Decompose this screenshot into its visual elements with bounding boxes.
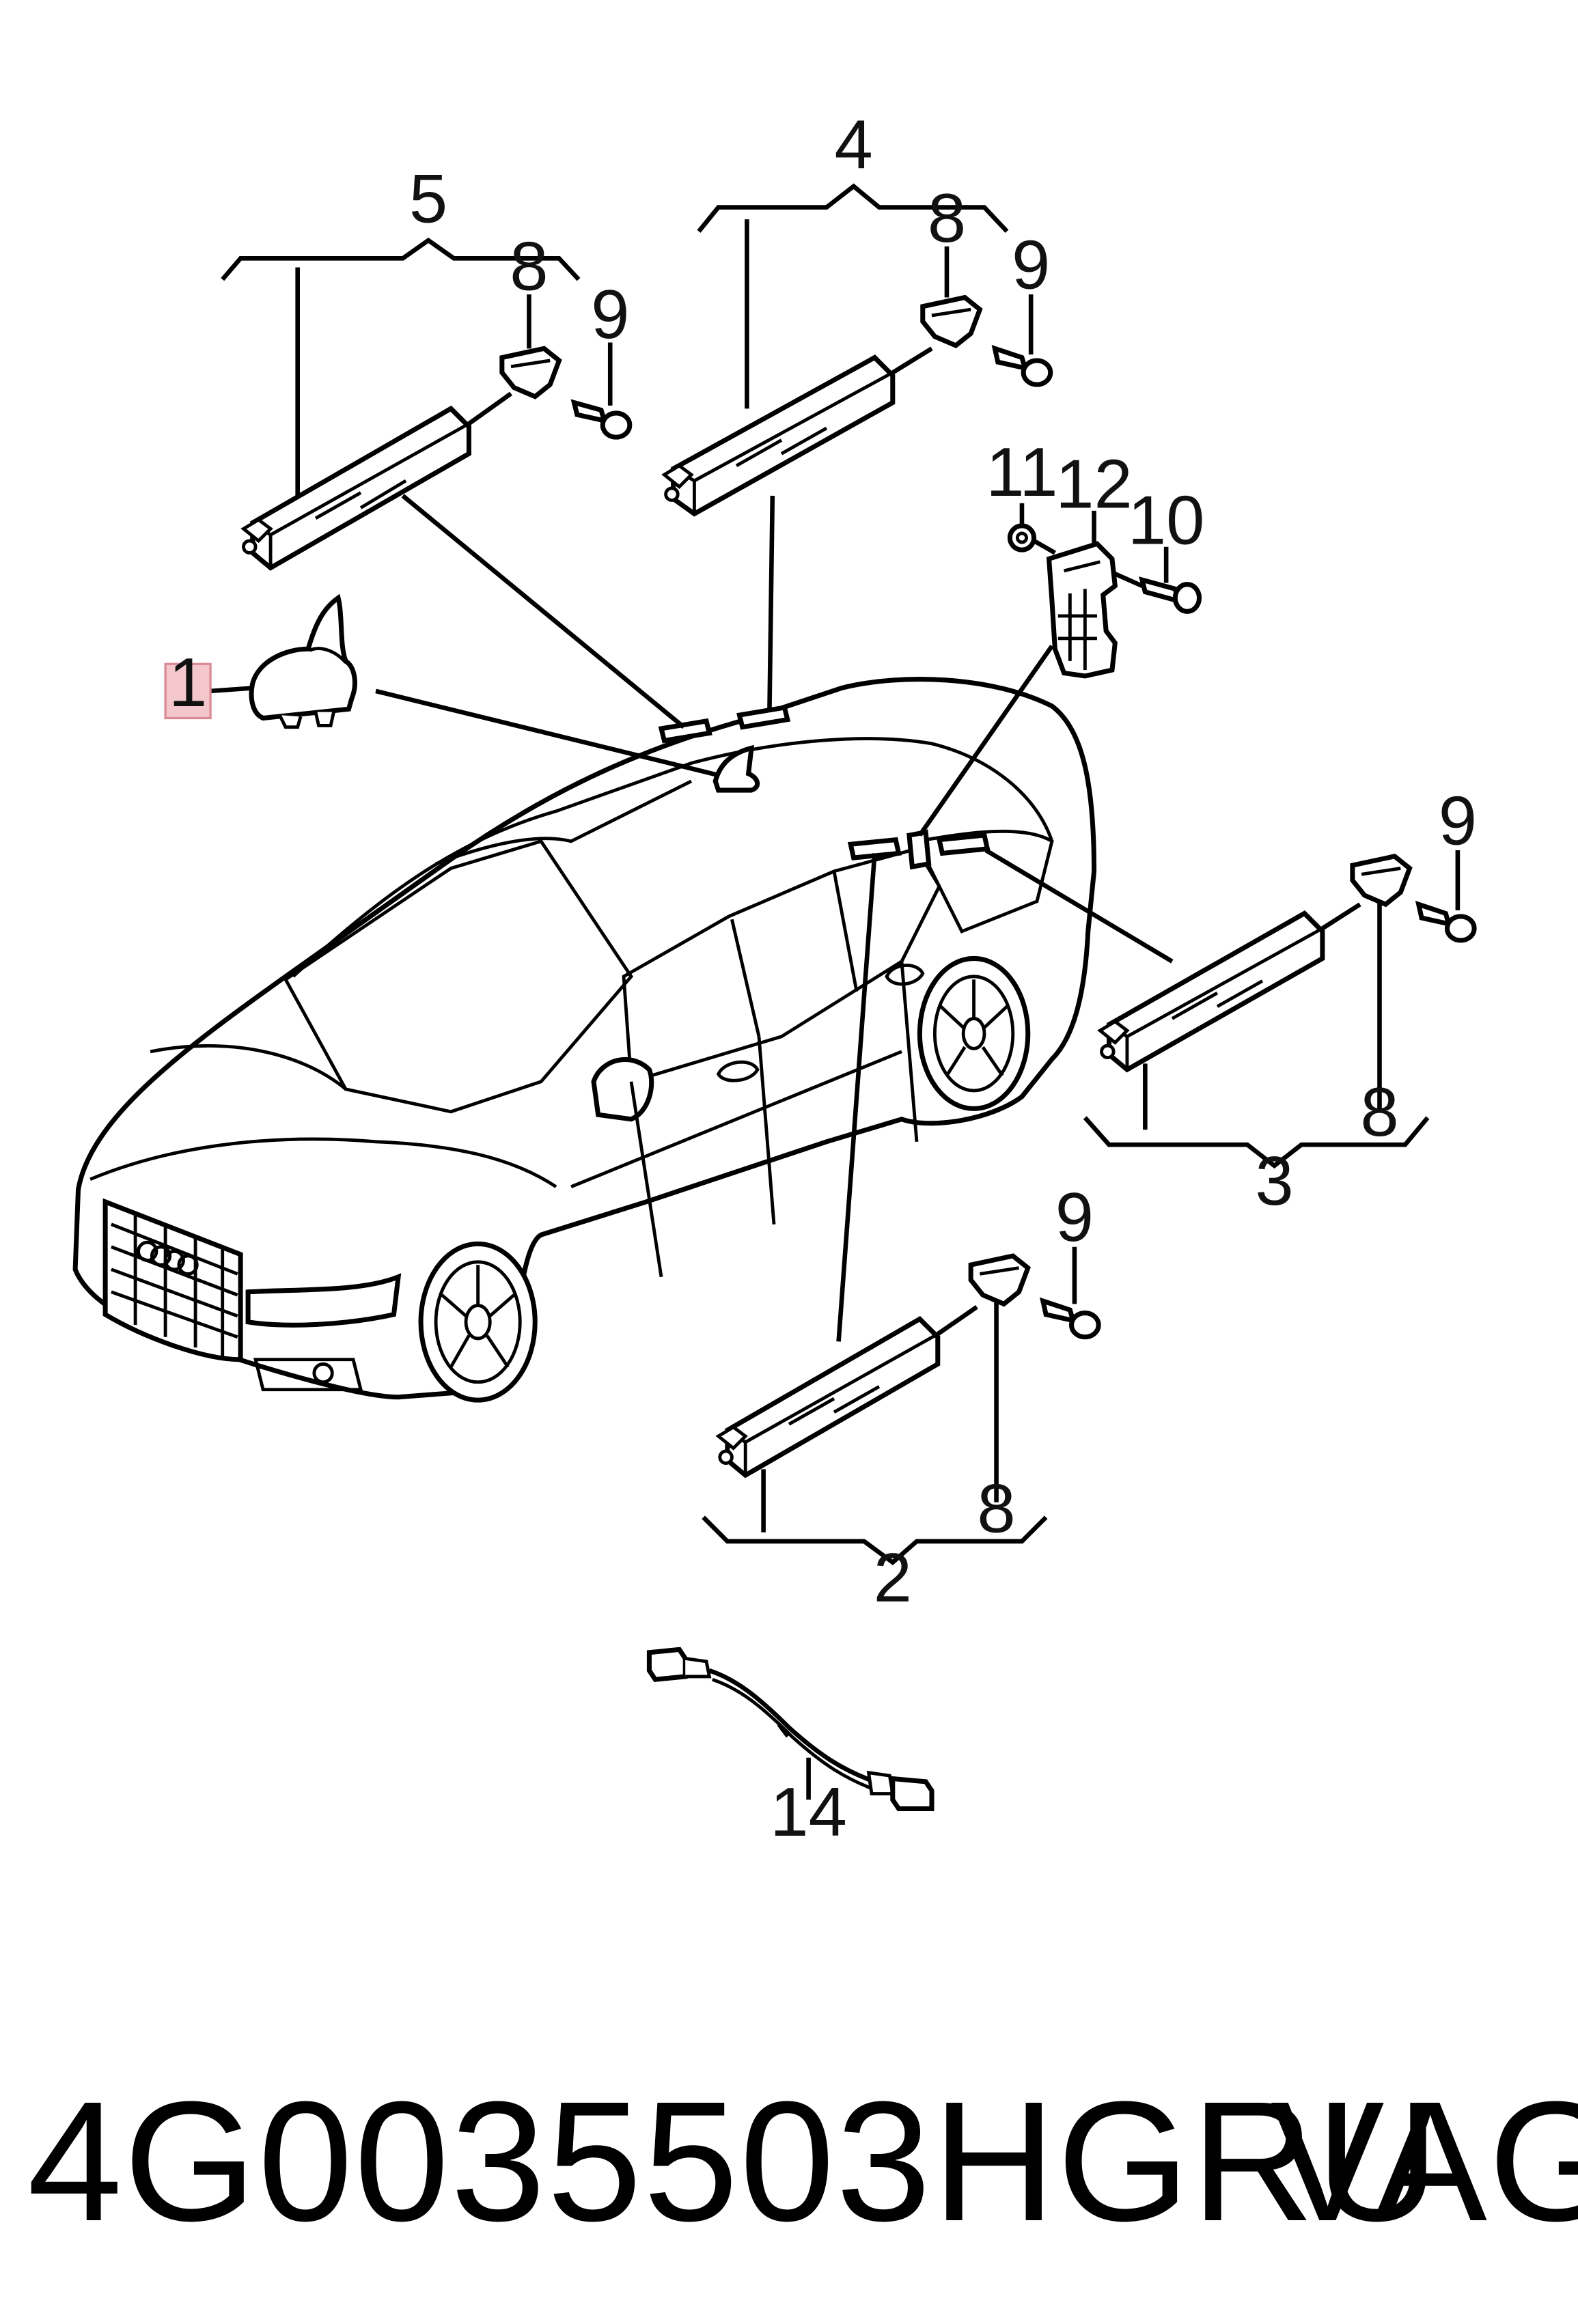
callout-11: 11 bbox=[986, 434, 1057, 511]
callout-10: 10 bbox=[1128, 481, 1205, 559]
callout-8-group2: 8 bbox=[977, 1470, 1015, 1548]
callout-4: 4 bbox=[834, 106, 872, 183]
callout-8-group4: 8 bbox=[928, 180, 966, 257]
antenna-module-part-5 bbox=[221, 237, 633, 571]
car-illustration bbox=[72, 677, 1097, 1403]
brand-label: VAG bbox=[1271, 2066, 1578, 2256]
callout-9-group3: 9 bbox=[1439, 782, 1477, 859]
callout-9-group4: 9 bbox=[1012, 226, 1050, 303]
cable-harness-part-14 bbox=[646, 1647, 935, 1812]
front-wheel bbox=[418, 1241, 538, 1403]
callout-12: 12 bbox=[1055, 446, 1133, 523]
callout-1: 1 bbox=[169, 644, 207, 721]
callout-8-group5: 8 bbox=[510, 228, 548, 305]
callout-9-group2: 9 bbox=[1055, 1179, 1094, 1256]
rear-wheel bbox=[917, 955, 1031, 1111]
bracket-assembly-parts-10-11-12 bbox=[1007, 503, 1202, 679]
leader-lines bbox=[210, 494, 1174, 1342]
callout-5: 5 bbox=[409, 160, 447, 238]
antenna-module-part-2 bbox=[702, 1246, 1101, 1565]
callout-2: 2 bbox=[874, 1539, 912, 1616]
callout-8-group3: 8 bbox=[1360, 1074, 1398, 1151]
antenna-module-part-4 bbox=[661, 183, 1053, 517]
antenna-module-part-3 bbox=[1083, 850, 1477, 1169]
callout-1-highlight bbox=[164, 662, 212, 720]
callout-9-group5: 9 bbox=[591, 276, 629, 353]
callout-14: 14 bbox=[770, 1774, 847, 1851]
roof-antenna-part-1 bbox=[249, 593, 357, 729]
part-number: 4G0035503HGRU bbox=[27, 2066, 1441, 2256]
callout-3: 3 bbox=[1255, 1143, 1293, 1220]
